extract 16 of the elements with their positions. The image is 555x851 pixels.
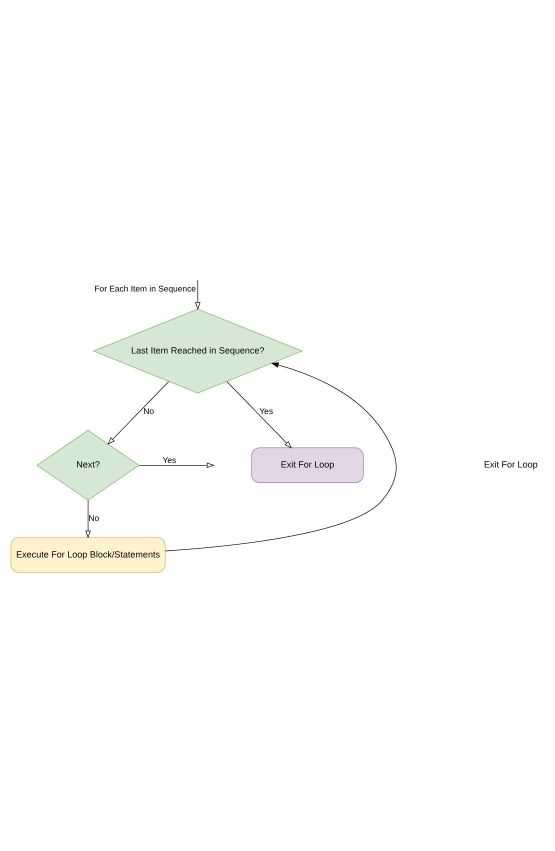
arrow [226,380,292,448]
arrow [138,462,215,468]
edge-label: For Each Item in Sequence [94,283,196,294]
edge-label: Yes [259,405,274,416]
arrow [85,500,91,538]
arrow [107,380,169,444]
node-box: Execute For Loop Block/Statements [10,536,166,572]
node-diamond: Last Item Reached in Sequence? [92,308,303,393]
arrow [164,362,397,551]
edge-label: Yes [162,454,176,464]
edge-label: No [88,512,100,523]
edge-label: No [143,405,154,416]
node-diamond: Next? [36,430,140,500]
node-box: Exit For Loop [251,447,364,483]
arrow [195,279,200,310]
label: Exit For Loop [484,459,538,470]
